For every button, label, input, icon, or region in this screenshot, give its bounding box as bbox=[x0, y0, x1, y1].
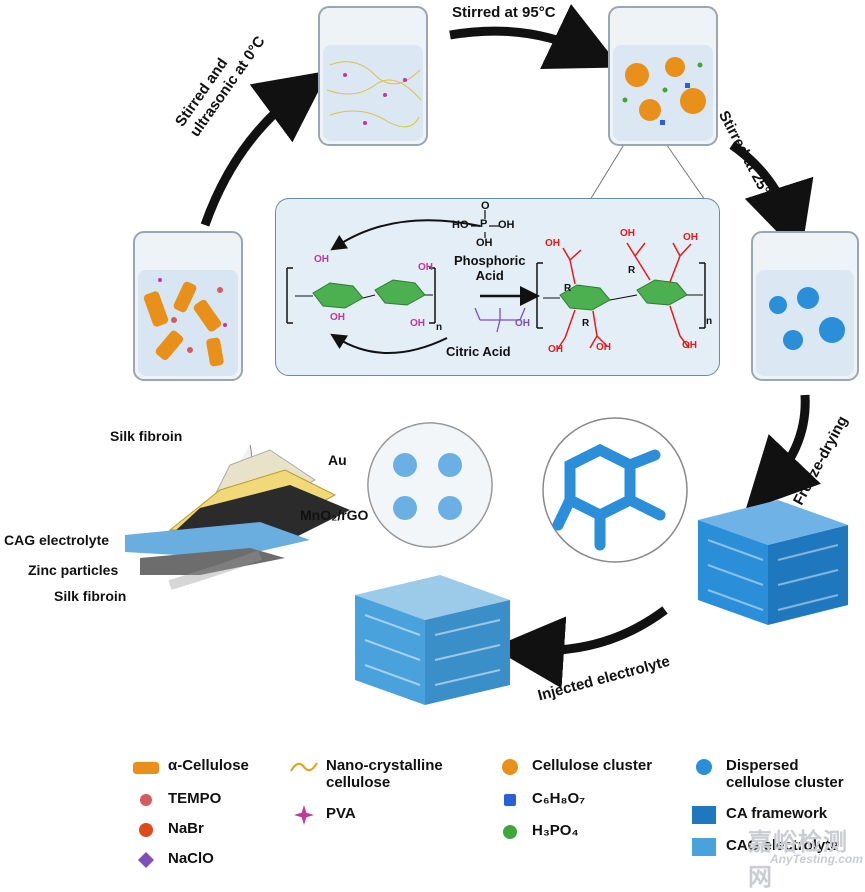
phosphoric-acid-label: Phosphoric Acid bbox=[454, 253, 526, 283]
battery-stack bbox=[125, 444, 350, 590]
step2-label: Stirred at 95°C bbox=[452, 4, 556, 21]
right-oh-1: OH bbox=[545, 238, 560, 249]
phosphoric-oh-bottom: OH bbox=[476, 237, 493, 249]
legend-cag-electrolyte: CAG electrolyte bbox=[690, 837, 839, 857]
battery-label-cathode: MnO₂/rGO bbox=[300, 507, 369, 523]
left-oh-1: OH bbox=[314, 254, 329, 265]
legend-alpha-cellulose: α-Cellulose bbox=[132, 757, 249, 777]
battery-label-top: Silk fibroin bbox=[110, 428, 183, 444]
phosphoric-oh-right: OH bbox=[498, 219, 515, 231]
phosphoric-ho: HO bbox=[452, 219, 469, 231]
arrow-step4 bbox=[745, 394, 821, 512]
arrow-step5 bbox=[492, 606, 668, 689]
naclo-icon bbox=[138, 852, 154, 868]
ca-framework-icon bbox=[692, 806, 716, 824]
cellulose-cluster-icon bbox=[502, 759, 518, 775]
legend-naclo: NaClO bbox=[132, 850, 214, 870]
beaker-clusters bbox=[608, 6, 718, 146]
phosphoric-o-top: O bbox=[481, 200, 490, 212]
legend-pva: PVA bbox=[290, 805, 356, 825]
cellulose-structure bbox=[286, 267, 436, 324]
battery-label-au: Au bbox=[328, 452, 347, 468]
cag-electrolyte-icon bbox=[692, 838, 716, 856]
right-oh-6: OH bbox=[682, 340, 697, 351]
cag-electrolyte-cube bbox=[355, 575, 510, 705]
process-arrows bbox=[200, 4, 821, 689]
legend-phosphoric-acid: H₃PO₄ bbox=[496, 822, 579, 842]
beaker-raw-materials bbox=[133, 231, 243, 381]
beaker-dispersed bbox=[318, 6, 428, 146]
left-n: n bbox=[436, 322, 443, 333]
phosphoric-p: P bbox=[480, 218, 488, 230]
tempo-icon bbox=[140, 794, 152, 806]
watermark-en: AnyTesting.com bbox=[770, 852, 863, 866]
ca-framework-cube bbox=[698, 500, 848, 625]
dispersed-cluster-icon bbox=[696, 759, 712, 775]
left-oh-2: OH bbox=[418, 262, 433, 273]
legend-nabr: NaBr bbox=[132, 820, 204, 840]
right-r-2: R bbox=[628, 265, 636, 276]
battery-label-electrolyte: CAG electrolyte bbox=[4, 532, 110, 548]
phosphoric-acid-icon bbox=[503, 825, 517, 839]
right-oh-4: OH bbox=[548, 344, 563, 355]
legend-cellulose-cluster: Cellulose cluster bbox=[496, 757, 652, 777]
alpha-cellulose-icon bbox=[133, 762, 159, 774]
reaction-scheme bbox=[286, 210, 706, 354]
right-n: n bbox=[706, 316, 713, 327]
product-structure bbox=[536, 242, 706, 351]
nanocellulose-icon bbox=[290, 762, 318, 772]
citric-acid-label: Citric Acid bbox=[446, 344, 511, 359]
arrow-step1 bbox=[200, 70, 329, 227]
arrow-step2 bbox=[449, 4, 621, 70]
beaker-dispersed-clusters bbox=[751, 231, 859, 381]
right-oh-2: OH bbox=[620, 228, 635, 239]
right-r-1: R bbox=[564, 283, 572, 294]
pva-icon bbox=[294, 805, 314, 825]
cag-electrolyte-zoom bbox=[367, 422, 493, 548]
right-oh-5: OH bbox=[596, 342, 611, 353]
legend-tempo: TEMPO bbox=[132, 790, 221, 810]
ca-framework-zoom bbox=[542, 417, 688, 563]
right-oh-3: OH bbox=[683, 232, 698, 243]
citric-acid-icon bbox=[504, 794, 516, 806]
left-oh-3: OH bbox=[330, 312, 345, 323]
left-oh-4: OH bbox=[410, 318, 425, 329]
legend-citric-acid: C₆H₈O₇ bbox=[496, 790, 585, 810]
battery-label-bottom: Silk fibroin bbox=[54, 588, 127, 604]
legend-ca-framework: CA framework bbox=[690, 805, 827, 825]
citric-oh: OH bbox=[515, 318, 530, 329]
nabr-icon bbox=[139, 823, 153, 837]
battery-label-anode: Zinc particles bbox=[28, 562, 119, 578]
right-r-3: R bbox=[582, 318, 590, 329]
arrow-step3 bbox=[729, 141, 814, 257]
